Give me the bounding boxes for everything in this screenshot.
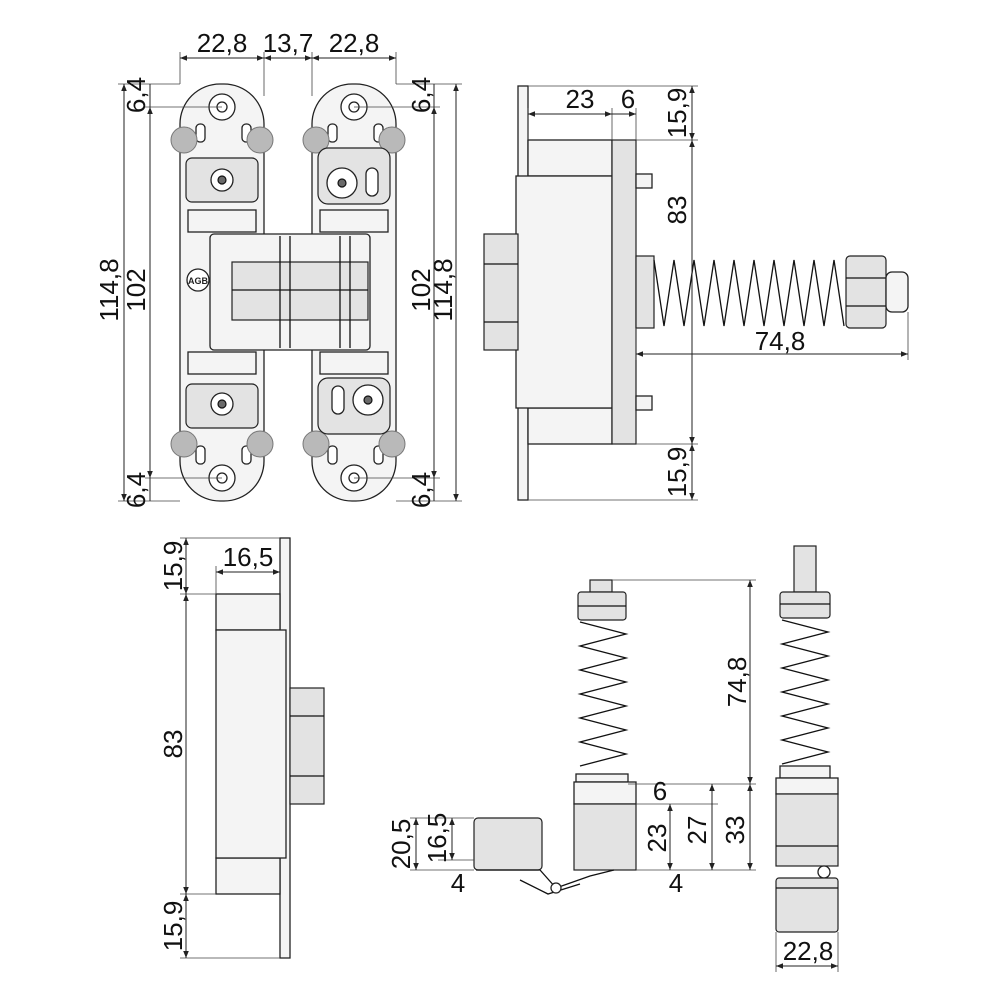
dim-label: 23 [566, 84, 595, 114]
logo-text: AGB [188, 276, 209, 286]
hinge-body [775, 793, 839, 867]
dim-label: 102 [406, 268, 436, 311]
dim-label: 83 [662, 196, 692, 225]
dim-label: 15,9 [158, 901, 188, 952]
side-view: 23 6 15,9 83 15,9 74,8 [483, 84, 909, 501]
dim-label: 6 [621, 84, 635, 114]
dim-label: 4 [669, 868, 683, 898]
dim-label: 22,8 [329, 28, 380, 58]
dim-label: 74,8 [722, 657, 752, 708]
dim-label: 114,8 [94, 258, 124, 321]
dim-label: 83 [158, 730, 188, 759]
edge-view: 15,9 83 15,9 16,5 [158, 537, 325, 959]
dim-label: 13,7 [263, 28, 314, 58]
dim-label: 6,4 [121, 472, 151, 508]
dim-label: 33 [720, 816, 750, 845]
dim-label: 4 [451, 868, 465, 898]
brand-logo [186, 268, 210, 292]
dim-label: 6 [653, 776, 667, 806]
dim-label: 16,5 [422, 813, 452, 864]
front-view: AGB 22,8 13,7 22,8 114,8 102 6,4 6,4 [94, 28, 462, 508]
hinge-body [573, 803, 637, 871]
dim-label: 6,4 [406, 77, 436, 113]
dim-label: 15,9 [158, 541, 188, 592]
dim-label: 20,5 [386, 819, 416, 870]
end-view: 22,8 [775, 545, 839, 972]
dim-label: 22,8 [783, 936, 834, 966]
dim-label: 16,5 [223, 542, 274, 572]
dim-label: 27 [682, 816, 712, 845]
bottom-view: 74,8 6 23 27 33 4 20,5 16,5 4 [386, 579, 756, 898]
dim-label: 74,8 [755, 326, 806, 356]
dim-label: 22,8 [197, 28, 248, 58]
dim-label: 6,4 [406, 472, 436, 508]
dim-label: 6,4 [121, 77, 151, 113]
dim-label: 114,8 [428, 258, 458, 321]
spring [635, 255, 909, 329]
dim-label: 15,9 [662, 447, 692, 498]
dim-label: 23 [642, 824, 672, 853]
dim-label: 102 [121, 268, 151, 311]
dim-label: 15,9 [662, 88, 692, 139]
